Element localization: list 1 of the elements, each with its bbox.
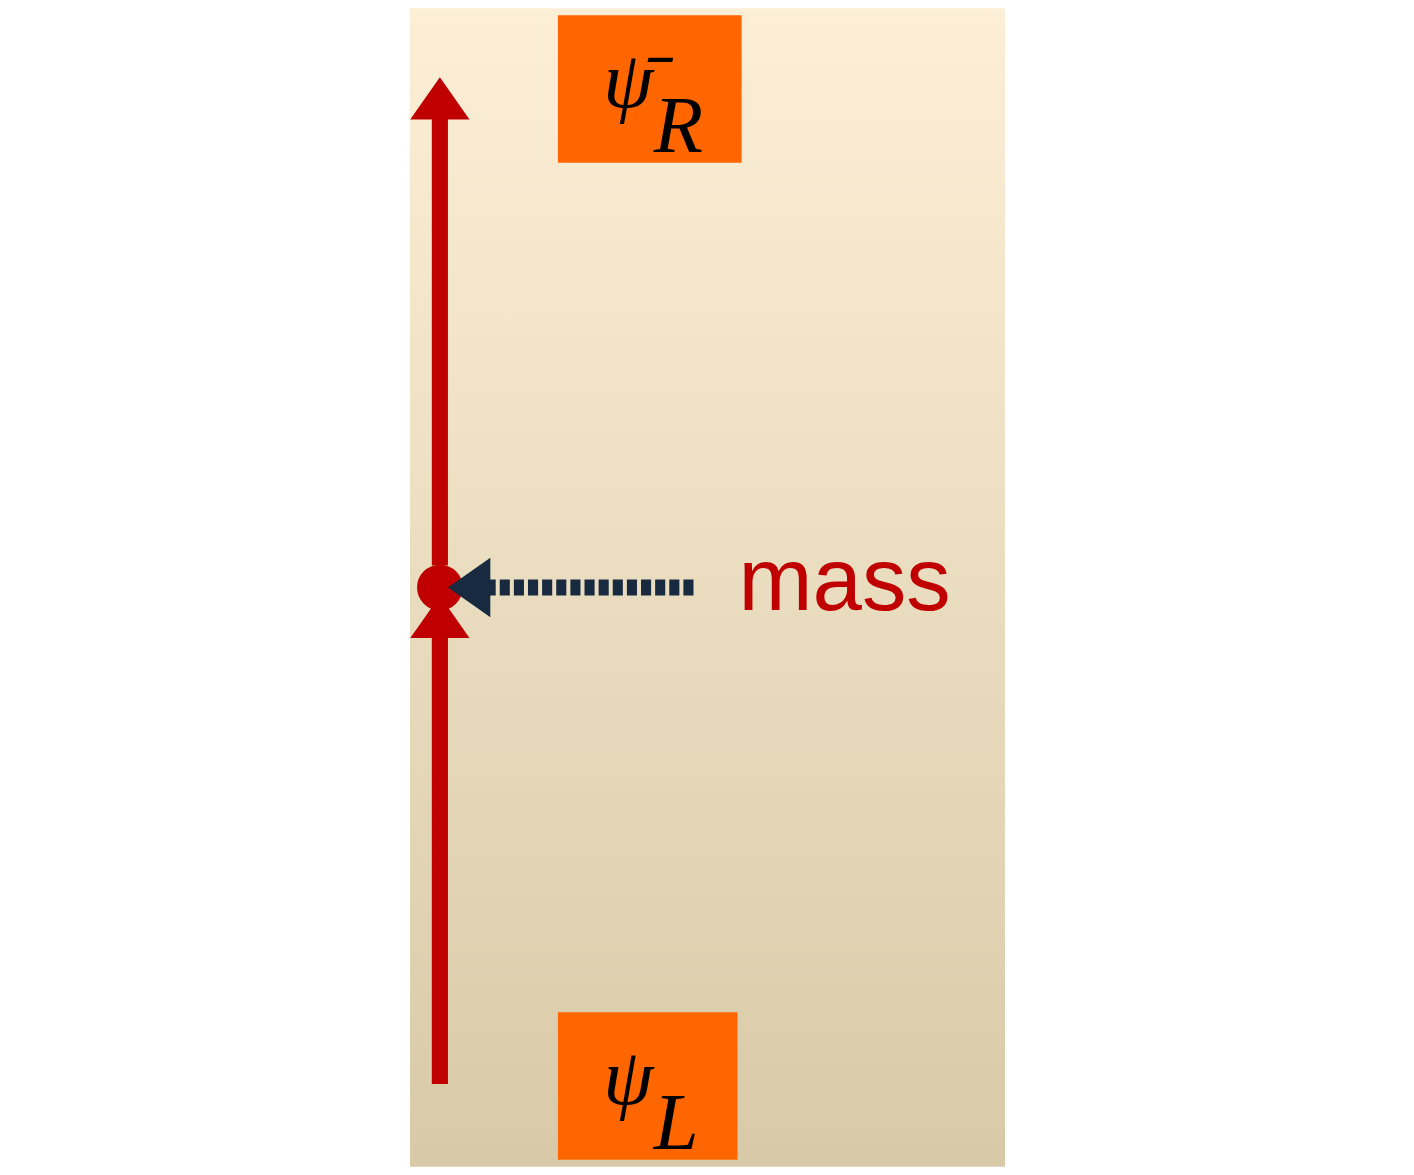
node-text: mass [738,530,951,630]
